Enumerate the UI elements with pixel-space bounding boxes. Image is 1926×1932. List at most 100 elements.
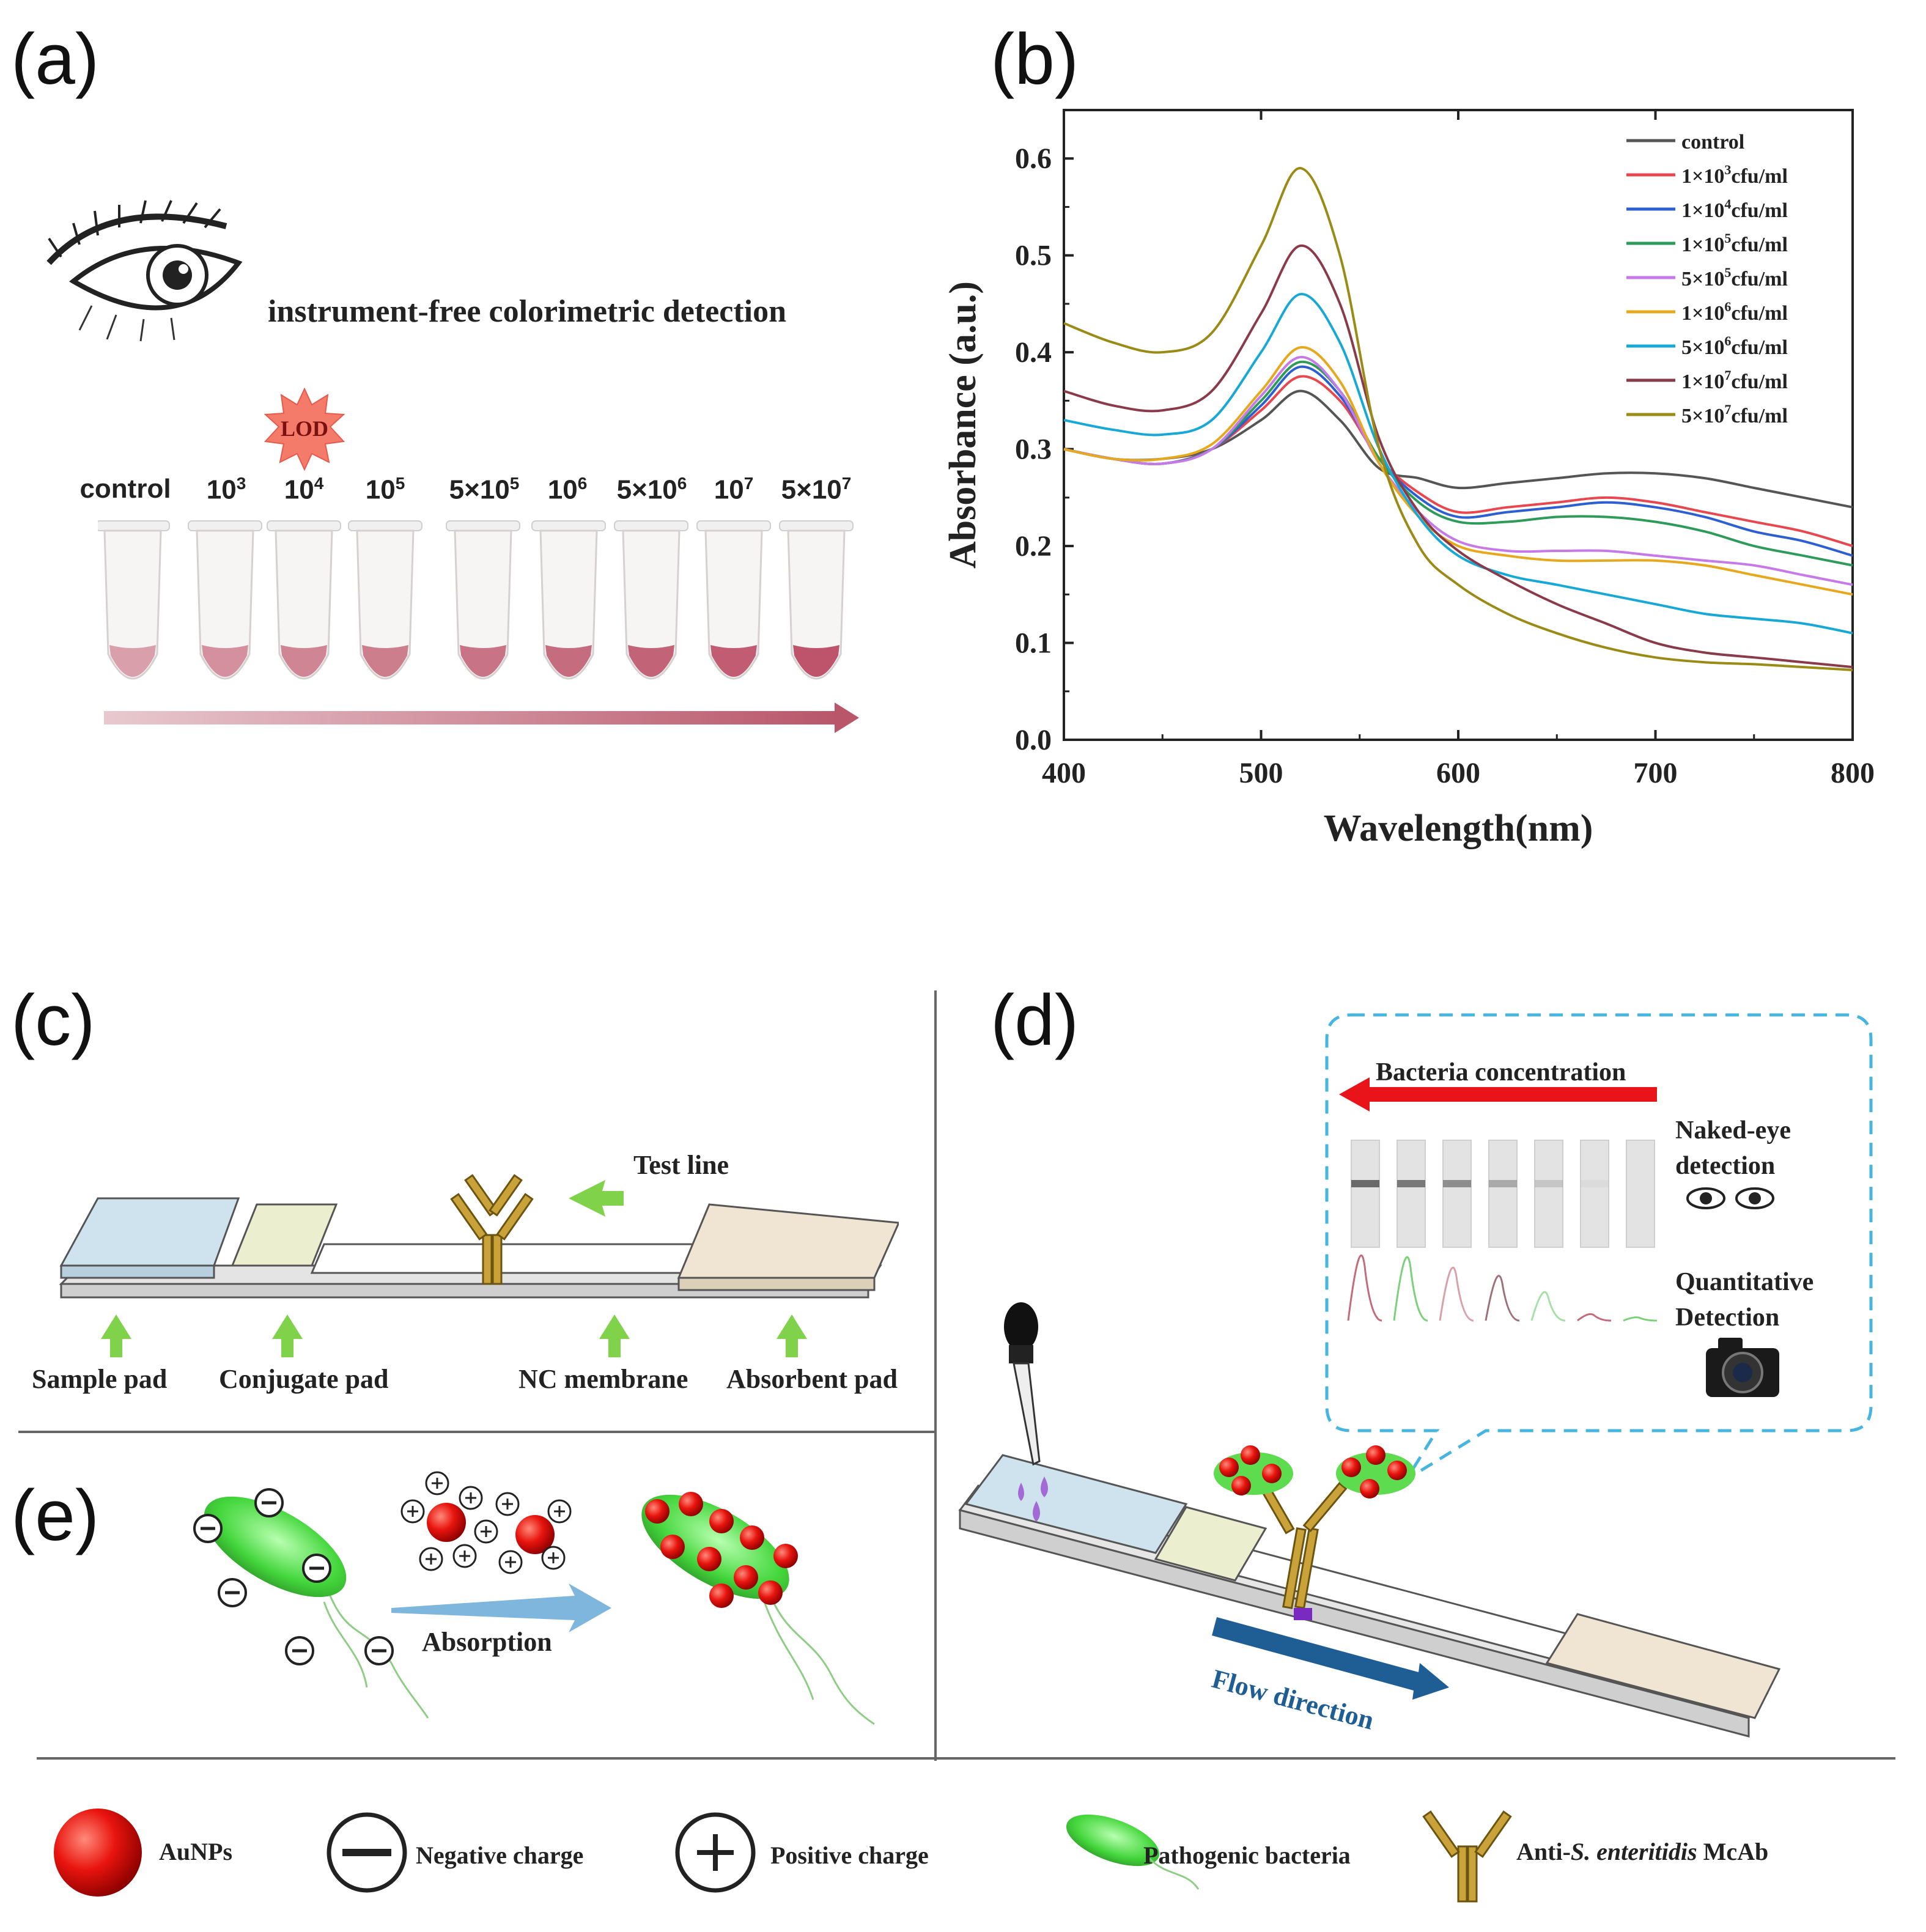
y-tick-label: 0.1 — [1015, 627, 1052, 660]
legend-entry: 5×105cfu/ml — [1681, 265, 1788, 290]
legend-entry: 5×106cfu/ml — [1681, 333, 1788, 359]
part-label-nc-membrane: NC membrane — [518, 1364, 688, 1394]
signal-peak — [1347, 1254, 1382, 1322]
tube-label: 106 — [547, 474, 588, 505]
test-strip — [1397, 1140, 1426, 1248]
signal-peak — [1623, 1316, 1658, 1322]
panel-b-label: (b) — [991, 19, 1079, 100]
tube-icon — [531, 520, 606, 680]
concentration-arrow — [104, 702, 859, 733]
x-tick-label: 400 — [1042, 757, 1086, 789]
test-band — [1443, 1180, 1471, 1187]
strip-with-dropper — [958, 1302, 1781, 1738]
tube-icon — [696, 520, 771, 680]
lod-badge-label: LOD — [280, 416, 328, 441]
y-tick-label: 0.3 — [1015, 433, 1052, 466]
signal-peak — [1393, 1256, 1428, 1322]
tube-label: 5×107 — [781, 474, 852, 505]
tube-label: control — [79, 474, 171, 504]
test-strip — [1488, 1140, 1518, 1248]
bacteria-legend-icon — [1066, 1814, 1200, 1890]
test-strip — [1534, 1140, 1563, 1248]
x-tick-label: 600 — [1436, 757, 1480, 789]
tube-label: 103 — [206, 474, 246, 505]
y-tick-label: 0.4 — [1015, 336, 1052, 369]
tube-row — [98, 520, 854, 680]
panel-e-label: (e) — [11, 1475, 100, 1556]
tube-icon — [267, 520, 341, 680]
legend-entry: control — [1681, 131, 1744, 153]
x-tick-label: 700 — [1634, 757, 1678, 789]
legend-entry: 5×107cfu/ml — [1681, 402, 1788, 427]
panel-c-label: (c) — [11, 980, 95, 1061]
test-band — [1397, 1180, 1425, 1187]
bacterium-left-icon — [193, 1488, 429, 1719]
eyes-icon — [1686, 1187, 1774, 1209]
eye-icon — [46, 200, 243, 342]
signal-peak — [1530, 1291, 1566, 1322]
series-line — [1063, 356, 1853, 586]
legend-entry: 1×106cfu/ml — [1681, 299, 1788, 325]
divider-vertical — [934, 990, 937, 1761]
test-band — [1626, 1180, 1655, 1187]
negative-charge-legend-icon — [327, 1812, 407, 1893]
scheme-legend: AuNPs Negative charge Positive charge Pa… — [54, 1808, 1768, 1903]
antibody-legend-icon — [1422, 1810, 1512, 1903]
x-tick-label: 500 — [1239, 757, 1283, 789]
part-label-absorbent-pad: Absorbent pad — [726, 1364, 898, 1394]
part-arrows — [101, 1314, 807, 1357]
test-band — [1489, 1180, 1517, 1187]
naked-eye-label: Naked-eye detection — [1675, 1116, 1791, 1180]
test-band — [1535, 1180, 1563, 1187]
part-label-sample-pad: Sample pad — [32, 1364, 168, 1394]
series-line — [1063, 293, 1853, 635]
tube-icon — [98, 520, 170, 680]
legend-entry: 1×105cfu/ml — [1681, 230, 1788, 256]
legend-entry: 1×104cfu/ml — [1681, 196, 1788, 222]
legend-mcab: Anti-S. enteritidis McAb — [1516, 1838, 1768, 1865]
y-tick-label: 0.2 — [1015, 530, 1052, 562]
y-tick-label: 0.6 — [1015, 142, 1052, 175]
absorbance-chart: 400 500 600 700 800 0.0 0.1 0.2 0.3 0.4 0.5 0.6Wave… — [942, 109, 1875, 849]
tube-icon — [614, 520, 688, 680]
lateral-flow-strip — [59, 1174, 899, 1299]
positive-charge-legend-icon — [675, 1812, 756, 1893]
x-tick-label: 800 — [1831, 757, 1875, 789]
legend-negative: Negative charge — [416, 1842, 583, 1869]
absorption-label: Absorption — [422, 1627, 552, 1657]
test-band — [1581, 1180, 1609, 1187]
adsorption-scheme — [193, 1471, 875, 1725]
series-line — [1063, 244, 1853, 669]
signal-peak — [1439, 1266, 1474, 1322]
test-strip — [1626, 1140, 1655, 1248]
lod-badge — [264, 387, 345, 471]
legend-positive: Positive charge — [770, 1842, 929, 1869]
tube-label: 104 — [284, 474, 324, 505]
detection-bubble — [1325, 1013, 1873, 1481]
divider-horizontal-left — [18, 1431, 935, 1433]
panel-a-label: (a) — [11, 19, 100, 100]
tube-icon — [779, 520, 854, 680]
legend-entry: 1×103cfu/ml — [1681, 162, 1788, 188]
tube-label: 107 — [714, 474, 754, 505]
signal-peak — [1577, 1313, 1612, 1322]
x-axis-label: Wavelength(nm) — [1324, 808, 1593, 849]
tube-icon — [348, 520, 422, 680]
legend-aunps: AuNPs — [159, 1838, 232, 1865]
aunps-legend-icon — [54, 1808, 142, 1897]
tube-icon — [446, 520, 520, 680]
tube-label: 5×106 — [616, 474, 687, 505]
legend-bacteria: Pathogenic bacteria — [1143, 1842, 1351, 1869]
bacteria-concentration-label: Bacteria concentration — [1376, 1058, 1626, 1086]
tube-icon — [188, 520, 262, 680]
series-line — [1063, 167, 1853, 671]
y-tick-label: 0.5 — [1015, 240, 1052, 272]
quantitative-label: Quantitative Detection — [1675, 1268, 1814, 1332]
bacterium-right-icon — [641, 1492, 875, 1725]
test-strip — [1580, 1140, 1609, 1248]
signal-peak — [1485, 1275, 1520, 1322]
legend-entry: 1×107cfu/ml — [1681, 367, 1788, 393]
panel-d-label: (d) — [991, 980, 1079, 1061]
dropper-icon — [1004, 1302, 1041, 1466]
y-tick-label: 0.0 — [1015, 724, 1052, 756]
